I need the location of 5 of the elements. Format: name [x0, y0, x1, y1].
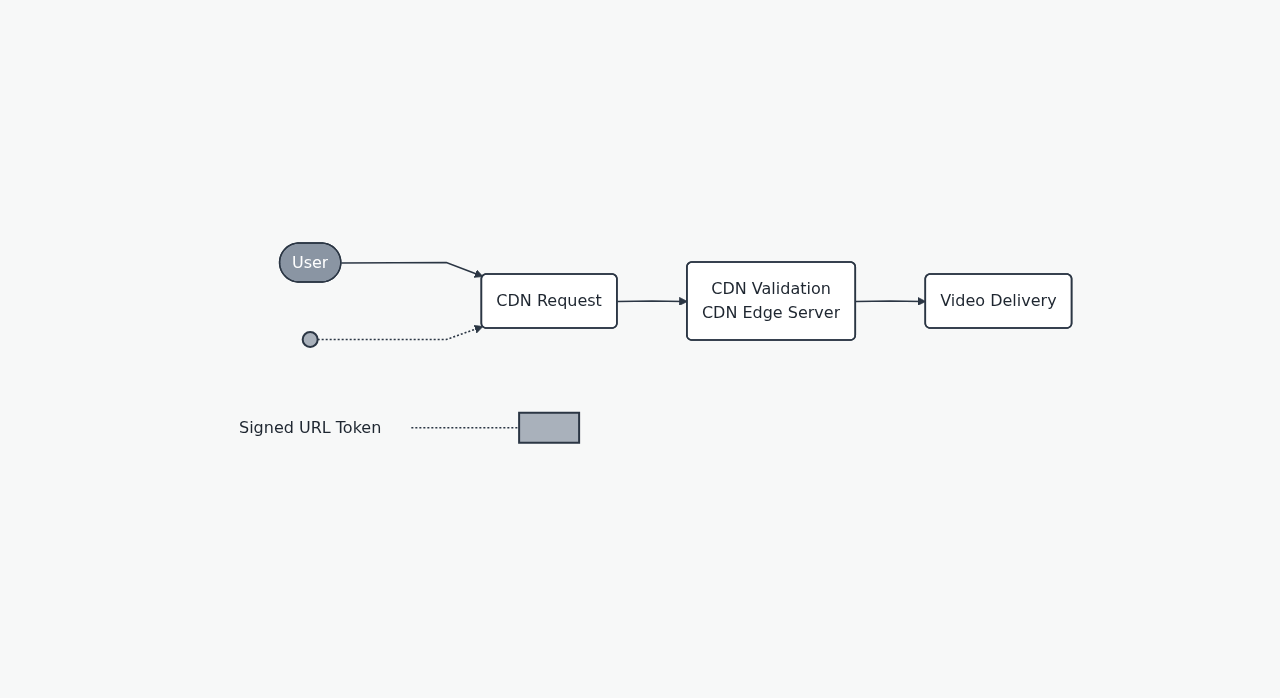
arrow: [316, 325, 483, 341]
node-circle: [301, 331, 319, 349]
node-text: Signed URL Token: [238, 417, 382, 437]
arrow: [340, 261, 483, 278]
node-box: [517, 411, 580, 444]
